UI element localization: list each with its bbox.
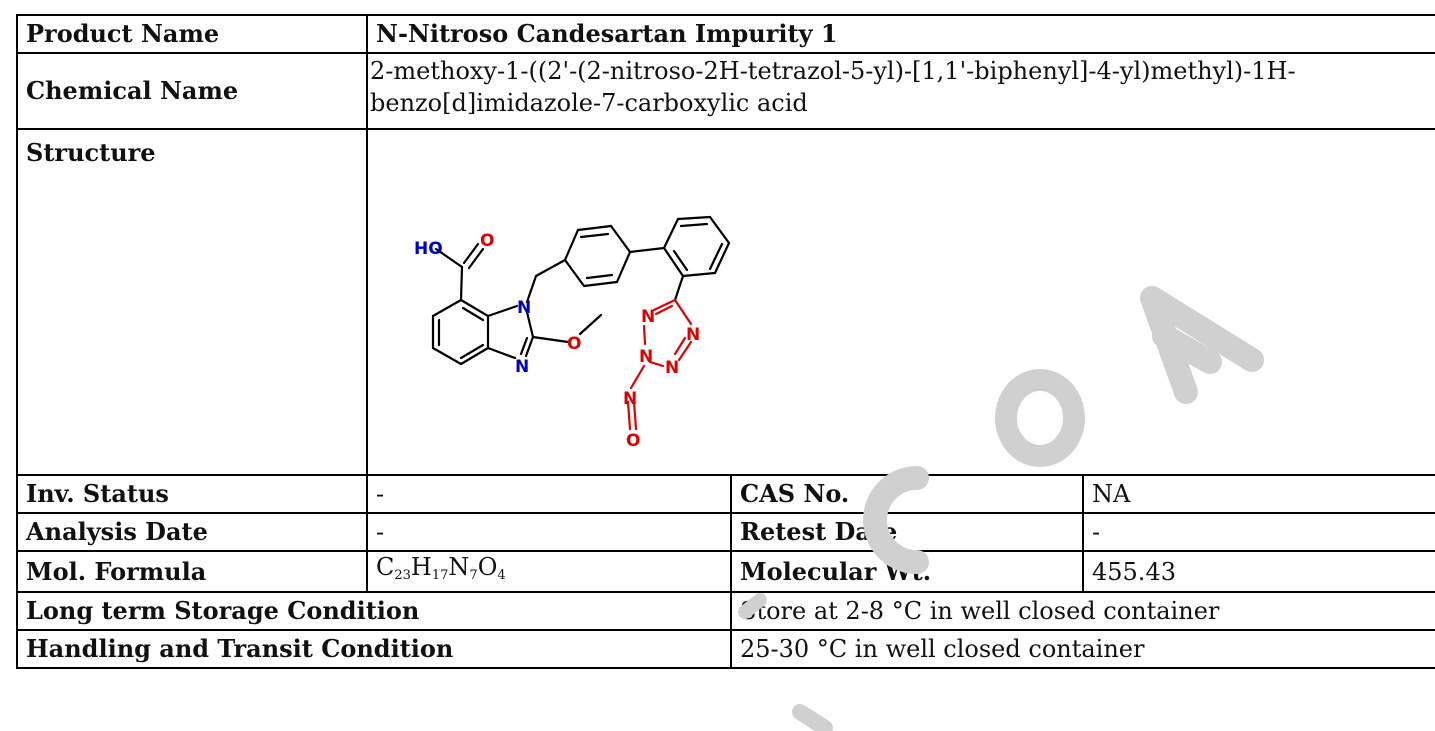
formula-o-count: 4 xyxy=(497,568,506,583)
atom-o-methoxy: O xyxy=(567,334,581,354)
cas-value: NA xyxy=(1082,474,1435,514)
atom-nitroso-o: O xyxy=(626,431,640,451)
mol-formula-value: C23H17N7O4 xyxy=(366,550,732,593)
tetrazole-n-bottom: N xyxy=(665,358,679,378)
row-product-name: Product Name N-Nitroso Candesartan Impur… xyxy=(16,14,1435,54)
row-storage: Long term Storage Condition Store at 2-8… xyxy=(16,591,1435,631)
structure-label: Structure xyxy=(16,128,368,476)
row-structure: Structure xyxy=(16,128,1435,476)
structure-image: HO O N O N N N N N N O xyxy=(414,215,731,451)
row-inv-status: Inv. Status - CAS No. NA xyxy=(16,474,1435,514)
chemical-name-label: Chemical Name xyxy=(16,52,368,130)
chemical-name-line2: benzo[d]imidazole-7-carboxylic acid xyxy=(370,89,808,117)
atom-n-ring: N xyxy=(517,298,531,318)
storage-value: Store at 2-8 °C in well closed container xyxy=(730,591,1435,631)
atom-nitroso-n: N xyxy=(623,389,637,409)
tetrazole-n-left: N xyxy=(639,347,653,367)
storage-label: Long term Storage Condition xyxy=(16,591,732,631)
atom-o-carbonyl: O xyxy=(480,231,494,251)
analysis-date-label: Analysis Date xyxy=(16,512,368,552)
row-handling: Handling and Transit Condition 25-30 °C … xyxy=(16,629,1435,669)
retest-date-value: - xyxy=(1082,512,1435,552)
row-mol-formula: Mol. Formula C23H17N7O4 Molecular Wt. 45… xyxy=(16,550,1435,593)
formula-c-count: 23 xyxy=(394,568,411,583)
formula-n: N xyxy=(448,553,470,581)
chemical-name-value: 2-methoxy-1-((2'-(2-nitroso-2H-tetrazol-… xyxy=(366,52,1435,130)
mol-formula-label: Mol. Formula xyxy=(16,550,368,593)
chemical-name-line1: 2-methoxy-1-((2'-(2-nitroso-2H-tetrazol-… xyxy=(370,57,1296,85)
atom-ho: HO xyxy=(414,239,443,259)
product-name-value: N-Nitroso Candesartan Impurity 1 xyxy=(366,14,1435,54)
handling-value: 25-30 °C in well closed container xyxy=(730,629,1435,669)
inv-status-value: - xyxy=(366,474,732,514)
formula-c: C xyxy=(376,553,395,581)
retest-date-label: Retest Date xyxy=(730,512,1084,552)
handling-label: Handling and Transit Condition xyxy=(16,629,732,669)
cas-label: CAS No. xyxy=(730,474,1084,514)
structure-cell: HO O N O N N N N N N O xyxy=(366,128,1435,476)
mol-wt-value: 455.43 xyxy=(1082,550,1435,593)
formula-h: H xyxy=(410,553,432,581)
tetrazole-n-right: N xyxy=(686,325,700,345)
formula-n-count: 7 xyxy=(469,568,478,583)
analysis-date-value: - xyxy=(366,512,732,552)
formula-o: O xyxy=(477,553,498,581)
mol-wt-label: Molecular Wt. xyxy=(730,550,1084,593)
row-analysis-date: Analysis Date - Retest Date - xyxy=(16,512,1435,552)
formula-h-count: 17 xyxy=(431,568,449,583)
row-chemical-name: Chemical Name 2-methoxy-1-((2'-(2-nitros… xyxy=(16,52,1435,130)
watermark-fragment-2 xyxy=(792,704,833,731)
atom-n-imine: N xyxy=(515,357,529,377)
inv-status-label: Inv. Status xyxy=(16,474,368,514)
coa-table: Product Name N-Nitroso Candesartan Impur… xyxy=(16,14,1435,669)
product-name-label: Product Name xyxy=(16,14,368,54)
tetrazole-n-top: N xyxy=(641,307,655,327)
